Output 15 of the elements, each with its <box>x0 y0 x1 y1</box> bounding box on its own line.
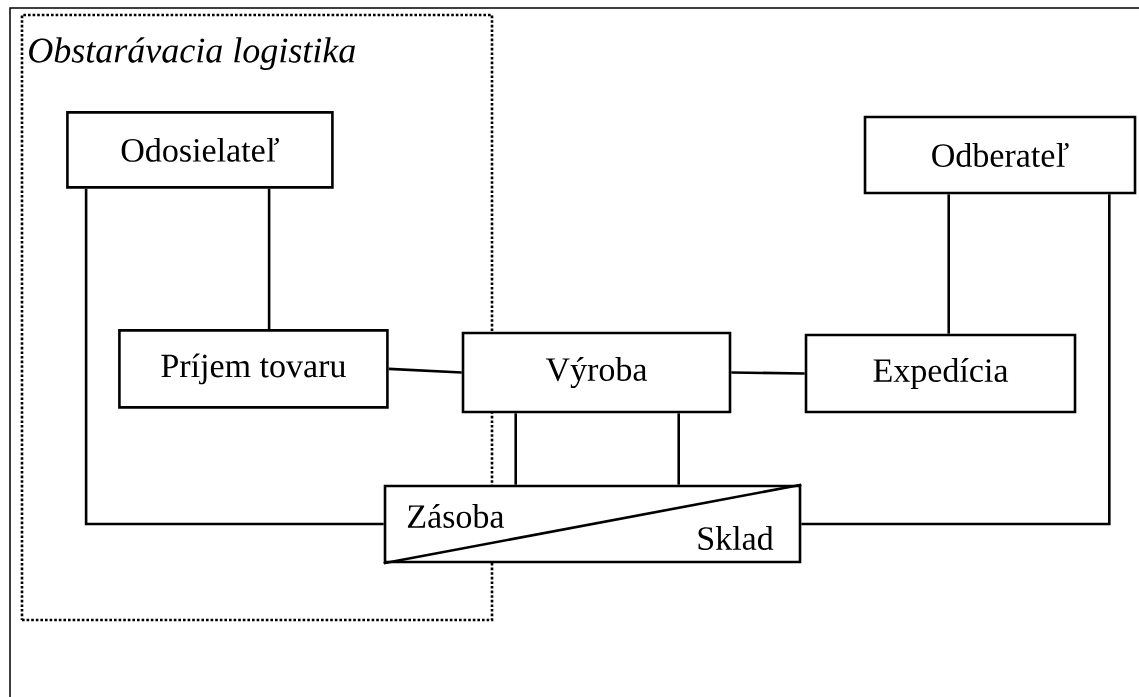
group-heading: Obstarávacia logistika <box>29 37 355 70</box>
process-box: Odberateľ <box>863 115 1137 195</box>
connector-line <box>514 413 517 485</box>
process-box: Výroba <box>461 331 732 414</box>
connector-line <box>801 194 1111 526</box>
connector-line <box>947 194 950 334</box>
connector-line <box>84 188 384 526</box>
split-box: Zásoba Sklad <box>383 483 802 565</box>
connector-line <box>388 367 462 374</box>
connector-line <box>731 371 805 375</box>
process-box: Príjem tovaru <box>118 329 389 409</box>
connector-line <box>267 188 271 330</box>
process-box: Expedícia <box>804 333 1077 414</box>
process-box: Odosielateľ <box>66 111 334 189</box>
connector-line <box>677 413 680 485</box>
